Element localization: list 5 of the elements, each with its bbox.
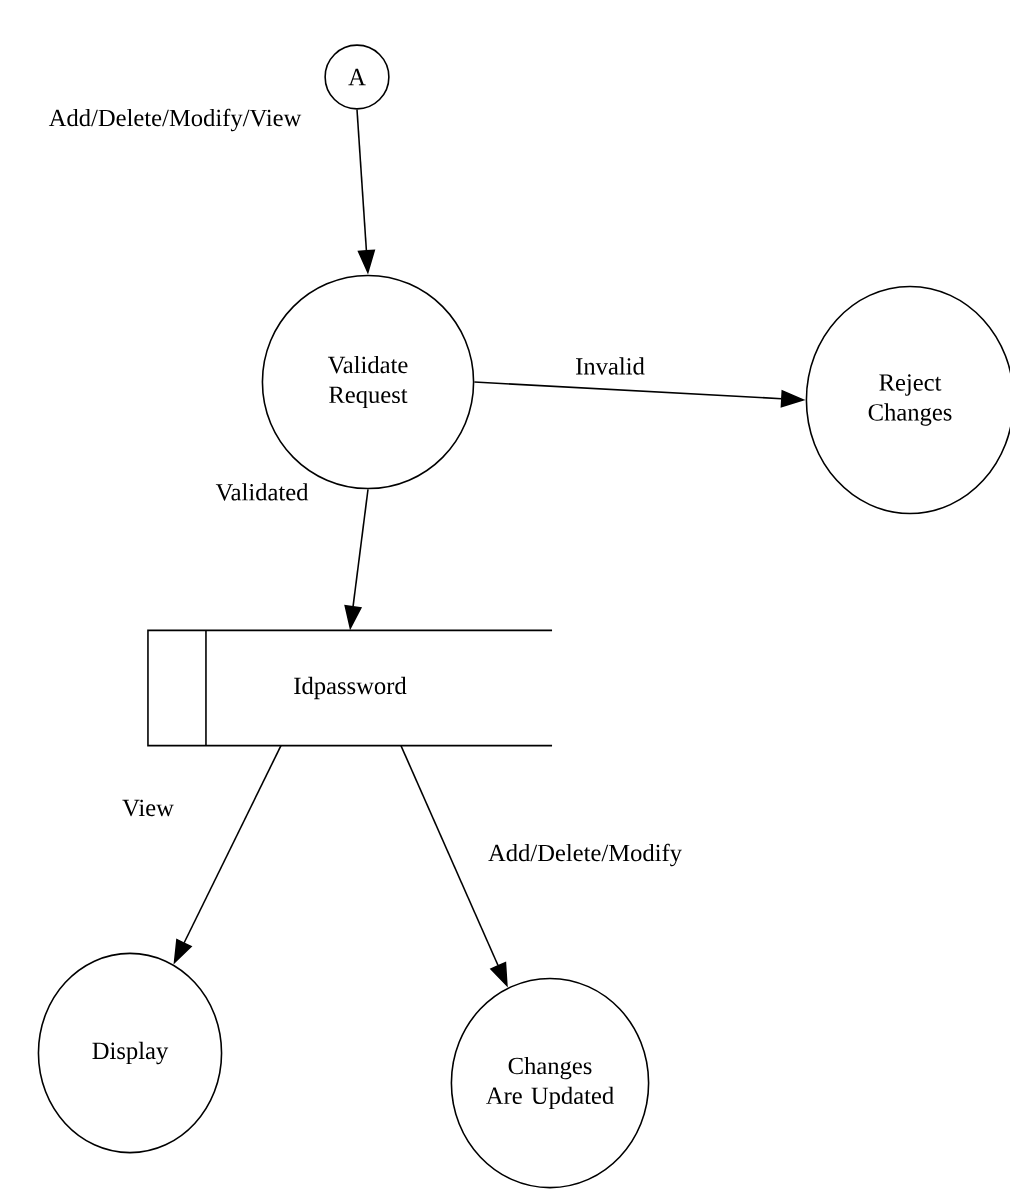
edge-label: Add/Delete/Modify/View (48, 108, 302, 132)
edge-label: View (122, 799, 174, 817)
edge-label: Invalid (576, 357, 645, 375)
data-store: Idpassword (147, 629, 553, 747)
edge-label: Add/Delete/Modify (488, 843, 682, 867)
